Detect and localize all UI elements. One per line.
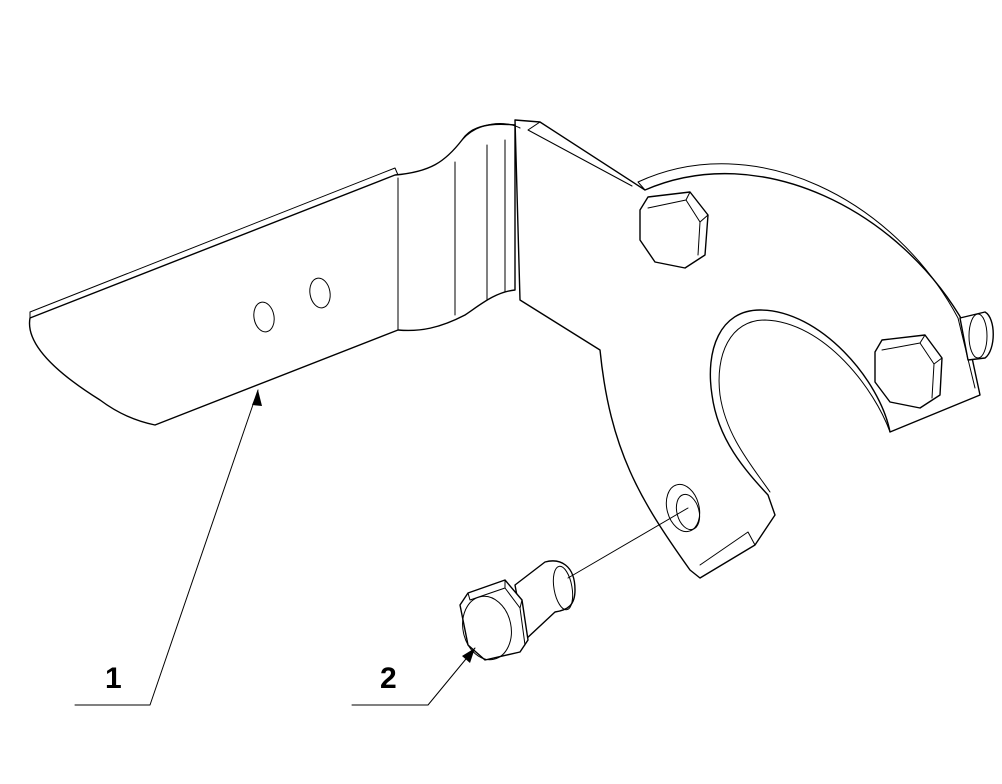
callout-1-label: 1: [105, 662, 122, 695]
bolt-stud-right: [959, 311, 994, 361]
mounted-bolt-right: [874, 311, 994, 409]
lower-lug-edge: [699, 531, 756, 566]
bolt-head-facets: [467, 579, 526, 646]
assembly-axis-line: [567, 507, 689, 579]
bracket-arm: [28, 123, 516, 426]
plate-hole: [665, 483, 701, 533]
callout-2: 2: [351, 647, 476, 706]
part-2-bolt: [459, 507, 689, 661]
mounted-bolt-upper: [639, 191, 709, 269]
callout-2-label: 2: [380, 662, 397, 695]
arm-hole-2: [309, 277, 331, 309]
bolt-head-right: [874, 334, 943, 409]
plate-top-edge: [637, 163, 976, 389]
bolt-stud-right-end: [968, 313, 988, 359]
part-1-bracket: [28, 119, 981, 579]
bolt-shank: [514, 560, 576, 641]
bolt-head-upper: [639, 191, 709, 269]
arm-hole-1: [253, 301, 275, 333]
arm-top-edge: [29, 167, 399, 319]
callout-1: 1: [74, 389, 262, 706]
slot-edge: [718, 319, 891, 493]
bolt-head-upper-facets: [647, 191, 709, 256]
callout-2-leader: [351, 647, 476, 706]
callout-2-arrowhead: [462, 648, 475, 663]
plate-hole-inner: [675, 493, 701, 531]
bolt-head-right-facets: [881, 334, 943, 399]
bolt-head-face: [462, 595, 512, 661]
bracket-plate: [514, 119, 981, 579]
bend-top-curve: [461, 123, 521, 141]
bolt-shank-end: [552, 565, 574, 611]
callout-1-leader: [74, 389, 259, 706]
callout-1-arrowhead: [252, 390, 262, 406]
plate-top-edge-2: [527, 121, 633, 187]
